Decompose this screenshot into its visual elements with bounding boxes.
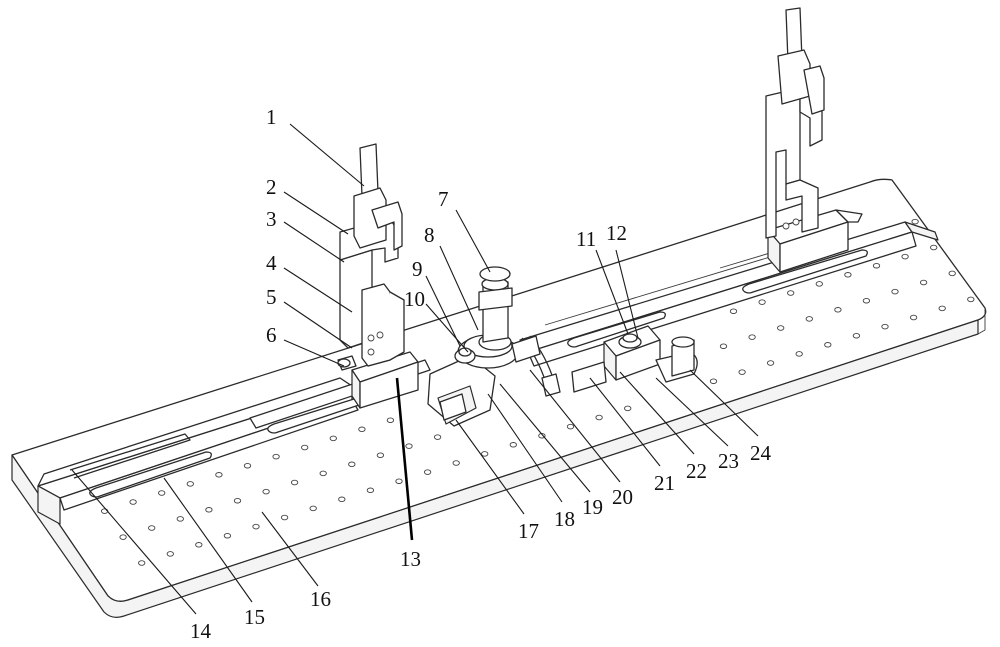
part-labels: 1 2 3 4 5 6 7 8 9 10 11 12 13 14 15 16 1…	[190, 105, 772, 643]
mounting-hole	[911, 218, 919, 225]
mounting-hole	[938, 305, 946, 312]
label-6: 6	[266, 323, 277, 347]
mounting-hole	[777, 325, 785, 331]
mounting-hole	[358, 426, 366, 433]
label-21: 21	[654, 471, 675, 495]
mounting-hole	[158, 490, 166, 496]
label-9: 9	[412, 257, 423, 281]
mounting-hole	[748, 334, 756, 340]
mounting-hole	[386, 417, 395, 423]
mounting-hole	[280, 514, 289, 521]
mounting-hole	[787, 290, 795, 296]
mounting-hole	[872, 262, 881, 269]
mounting-hole	[729, 308, 738, 314]
mounting-hole	[338, 496, 346, 503]
right-tool-unit	[571, 325, 698, 393]
mounting-hole	[852, 332, 861, 339]
mounting-hole	[376, 452, 385, 458]
label-24: 24	[750, 441, 772, 465]
mounting-hole	[795, 351, 803, 357]
label-15: 15	[244, 605, 265, 629]
mounting-hole	[824, 342, 832, 348]
mounting-hole	[138, 560, 146, 566]
mounting-hole	[709, 378, 718, 384]
mounting-hole	[262, 488, 270, 495]
label-5: 5	[266, 285, 277, 309]
mounting-hole	[309, 505, 317, 512]
label-20: 20	[612, 485, 633, 509]
label-16: 16	[310, 587, 331, 611]
mounting-hole	[844, 272, 852, 278]
label-10: 10	[404, 287, 425, 311]
mounting-hole	[129, 499, 137, 505]
label-3: 3	[266, 207, 277, 231]
mounting-hole	[119, 534, 127, 540]
mounting-hole	[719, 343, 728, 349]
mounting-hole	[595, 414, 603, 421]
mounting-hole	[766, 360, 775, 366]
label-17: 17	[518, 519, 539, 543]
mounting-hole	[566, 423, 575, 430]
mounting-hole	[176, 516, 184, 522]
label-12: 12	[606, 221, 627, 245]
mounting-hole	[186, 481, 194, 487]
mounting-hole	[395, 478, 403, 484]
label-4: 4	[266, 251, 277, 275]
label-14: 14	[190, 619, 212, 643]
mounting-hole	[272, 453, 280, 460]
mounting-hole	[758, 299, 766, 305]
mounting-hole	[166, 551, 174, 557]
mounting-hole	[891, 288, 899, 295]
mounting-hole	[452, 460, 460, 466]
mounting-hole	[366, 487, 375, 494]
mounting-hole	[930, 244, 938, 251]
mounting-hole	[215, 472, 223, 478]
mounting-hole	[243, 462, 252, 469]
mounting-hole	[509, 442, 517, 448]
mounting-hole	[301, 444, 309, 451]
mounting-hole	[967, 296, 975, 303]
left-clamp-assembly	[337, 143, 419, 409]
mounting-hole	[481, 451, 489, 457]
label-1: 1	[266, 105, 277, 129]
label-23: 23	[718, 449, 739, 473]
mounting-hole	[948, 270, 956, 277]
mounting-hole	[901, 253, 909, 260]
right-clamp-assembly	[765, 7, 863, 273]
mounting-hole	[195, 542, 203, 548]
mounting-hole	[252, 523, 260, 530]
mounting-hole	[919, 279, 928, 286]
mounting-hole	[348, 461, 356, 468]
mounting-hole	[290, 479, 299, 486]
mounting-hole	[909, 314, 918, 321]
label-22: 22	[686, 459, 707, 483]
mounting-hole	[329, 435, 337, 442]
label-18: 18	[554, 507, 575, 531]
mounting-hole	[862, 297, 871, 304]
mounting-hole	[815, 281, 823, 287]
mounting-hole	[881, 323, 889, 330]
mounting-hole	[805, 316, 813, 322]
label-8: 8	[424, 223, 435, 247]
mounting-hole	[738, 369, 746, 375]
mounting-hole	[405, 443, 413, 449]
central-hub-assembly	[427, 266, 561, 427]
label-11: 11	[576, 227, 596, 251]
mounting-hole	[233, 497, 242, 504]
leader-lines	[71, 123, 759, 615]
mounting-hole	[148, 525, 156, 531]
mounting-hole	[624, 405, 632, 412]
label-13: 13	[400, 547, 421, 571]
mounting-hole	[834, 307, 842, 313]
mounting-hole	[423, 469, 432, 475]
mounting-hole	[433, 434, 442, 440]
label-7: 7	[438, 187, 449, 211]
mounting-hole	[319, 470, 327, 477]
mounting-hole	[205, 507, 213, 513]
label-19: 19	[582, 495, 603, 519]
mounting-hole	[223, 532, 232, 539]
label-2: 2	[266, 175, 277, 199]
